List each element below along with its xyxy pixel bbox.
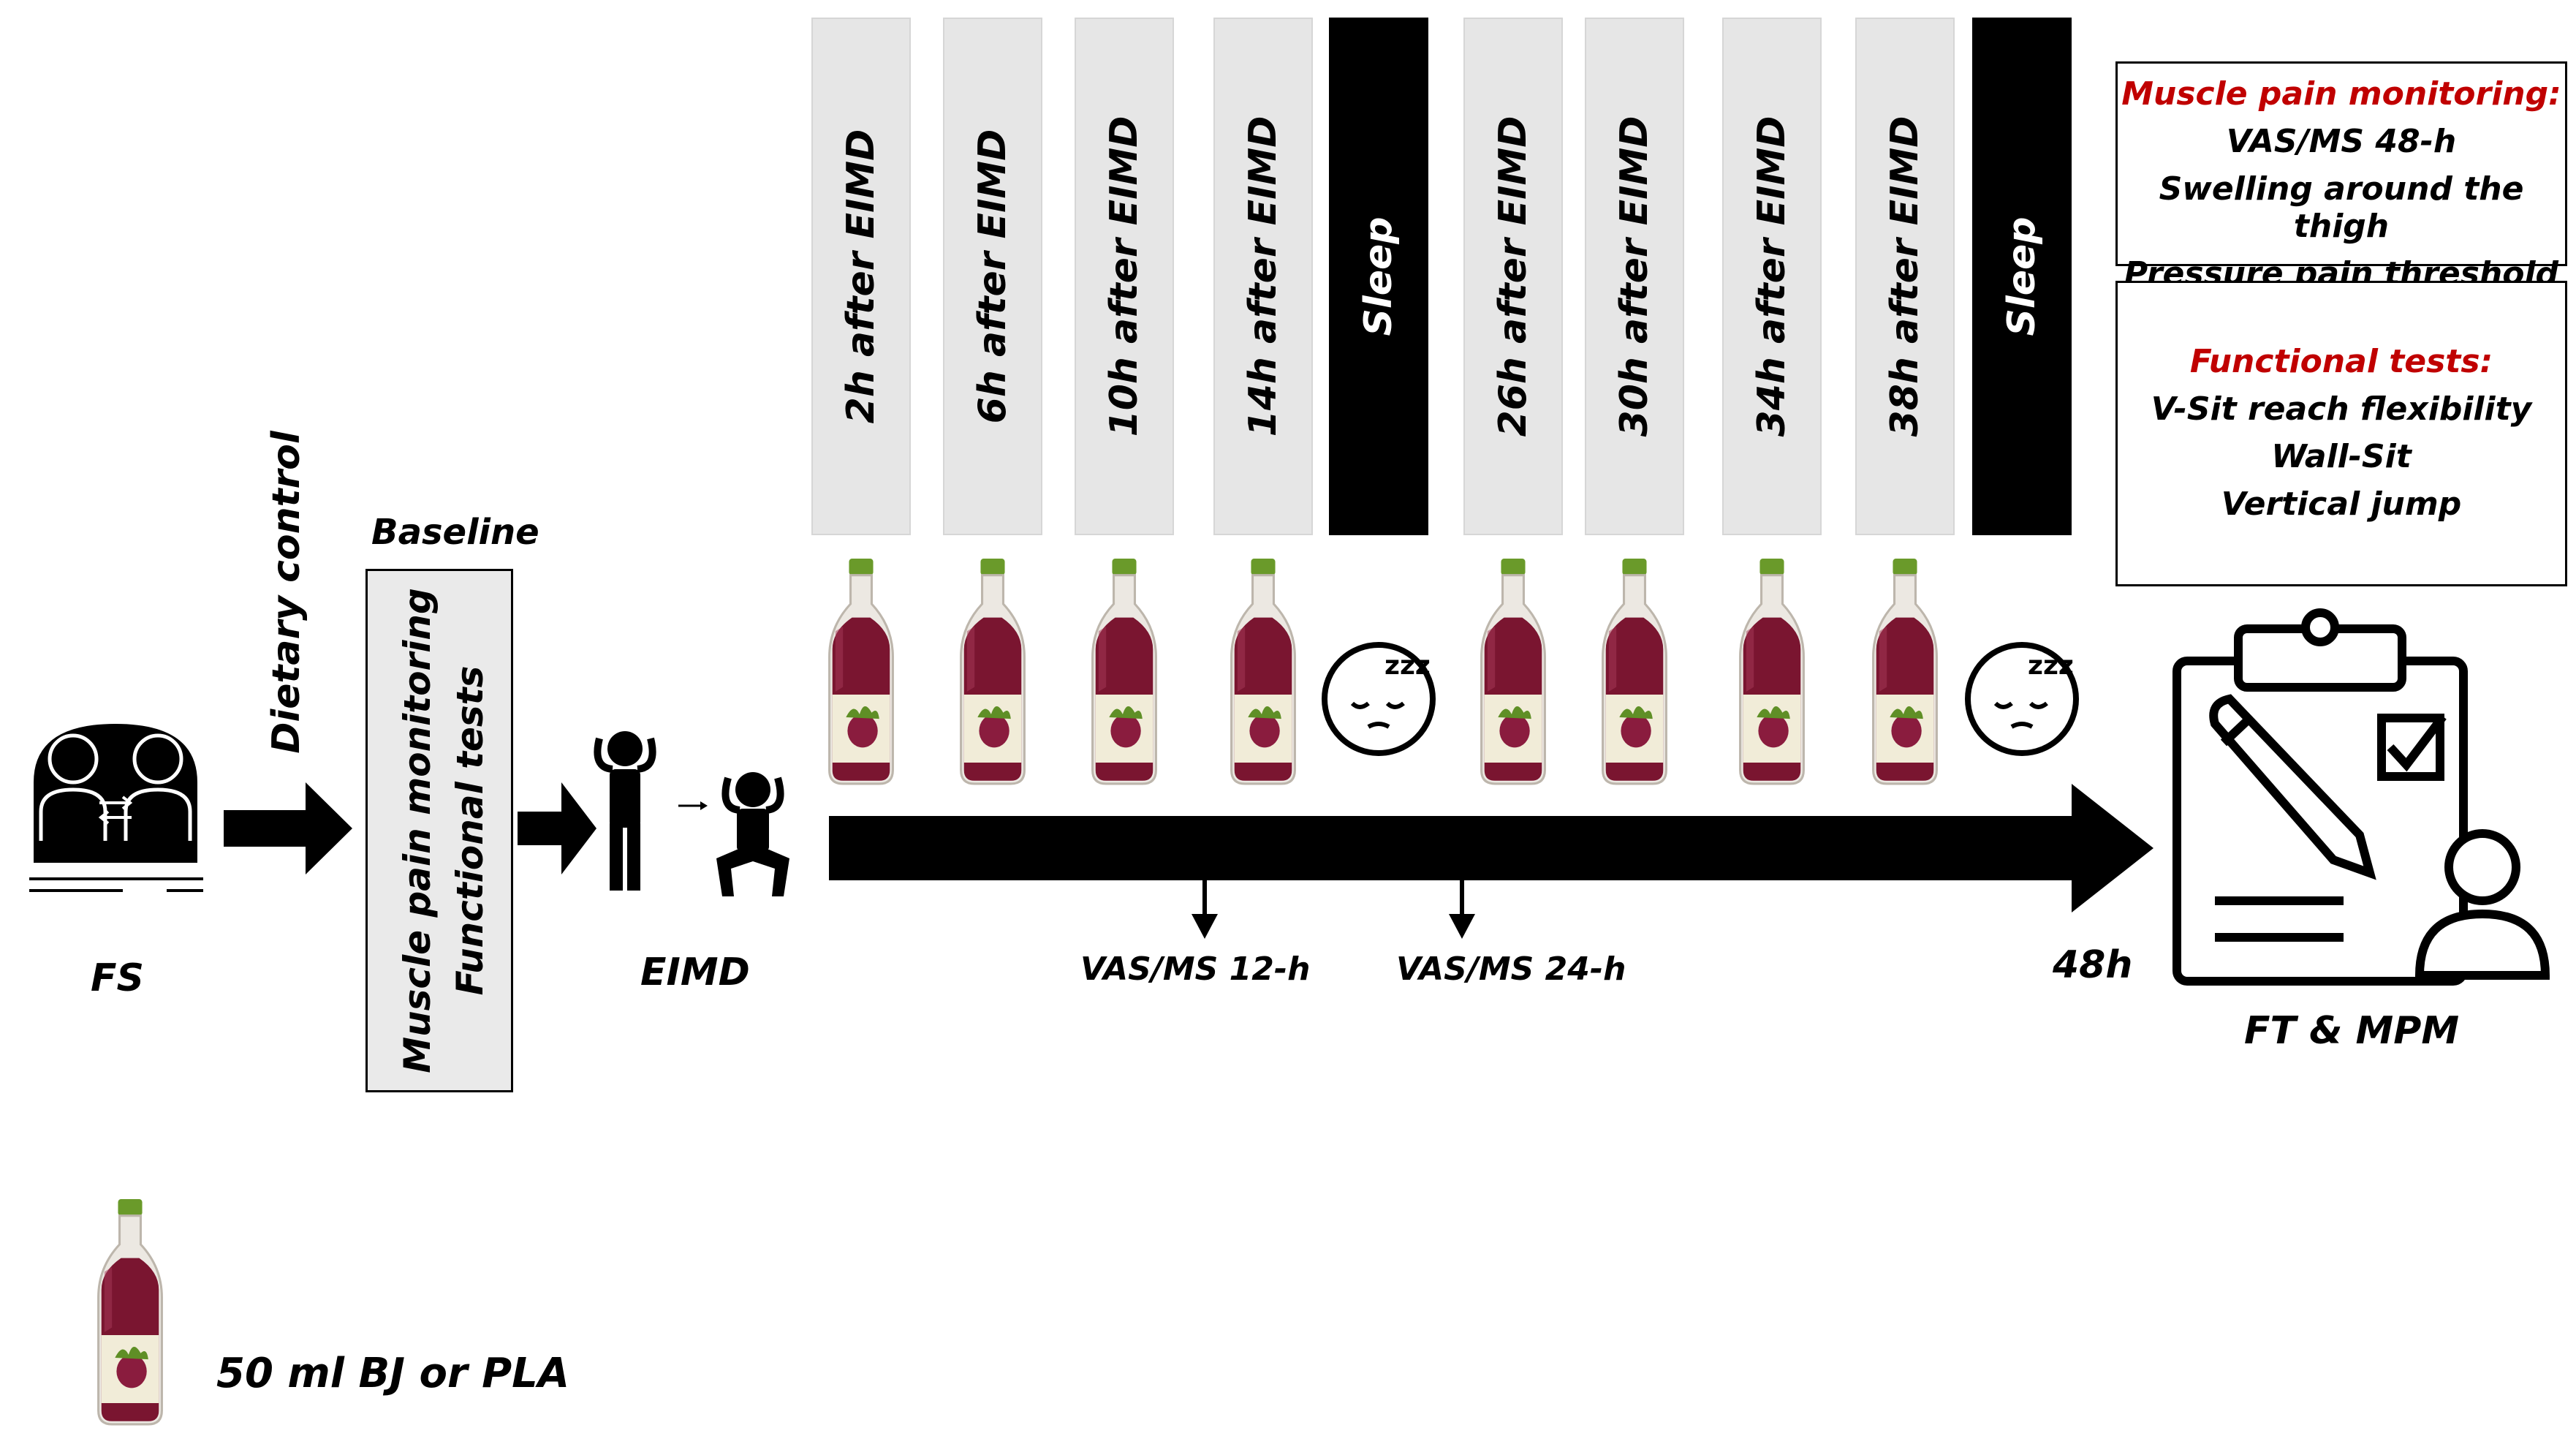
timepoint-label: 6h after EIMD bbox=[971, 129, 1015, 424]
end-48h-label: 48h bbox=[2053, 943, 2133, 987]
baseline-box: Muscle pain monitoring Functional tests bbox=[365, 569, 513, 1092]
timepoint-label: Sleep bbox=[1357, 216, 1401, 336]
timepoint-label: 38h after EIMD bbox=[1883, 116, 1927, 437]
muscle-pain-title: Muscle pain monitoring: bbox=[2121, 75, 2561, 113]
muscle-pain-box: Muscle pain monitoring: VAS/MS 48-h Swel… bbox=[2115, 61, 2567, 292]
juice-bottle-icon bbox=[1225, 559, 1301, 785]
functional-title: Functional tests: bbox=[2189, 343, 2493, 380]
timepoint-label: 2h after EIMD bbox=[839, 129, 883, 424]
juice-bottle-icon bbox=[823, 559, 899, 785]
vas-24h-label: VAS/MS 24-h bbox=[1396, 951, 1626, 988]
sleep-icon bbox=[1314, 629, 1443, 757]
muscle-pain-item: VAS/MS 48-h bbox=[2226, 123, 2457, 160]
timepoint-bar: 14h after EIMD bbox=[1213, 18, 1313, 535]
squatting-person-icon bbox=[702, 768, 804, 899]
functional-tests-box: Functional tests: V-Sit reach flexibilit… bbox=[2115, 281, 2567, 586]
marker-12h bbox=[1190, 880, 1219, 939]
timepoint-label: 10h after EIMD bbox=[1102, 116, 1146, 437]
vas-12h-label: VAS/MS 12-h bbox=[1080, 951, 1311, 988]
functional-item: V-Sit reach flexibility bbox=[2151, 390, 2532, 428]
timepoint-label: 26h after EIMD bbox=[1491, 116, 1535, 437]
baseline-line1: Muscle pain monitoring bbox=[396, 588, 439, 1073]
arrow-to-eimd bbox=[518, 782, 596, 874]
baseline-title: Baseline bbox=[371, 512, 539, 553]
timeline-arrow bbox=[829, 784, 2153, 912]
juice-bottle-icon bbox=[955, 559, 1031, 785]
clipboard-icon bbox=[2171, 607, 2566, 987]
arrow-to-baseline bbox=[224, 782, 352, 874]
timepoint-label: Sleep bbox=[2000, 216, 2044, 336]
timepoint-bar: 10h after EIMD bbox=[1075, 18, 1174, 535]
timepoint-bar: 30h after EIMD bbox=[1585, 18, 1684, 535]
juice-bottle-icon bbox=[1086, 559, 1162, 785]
timepoint-label: 34h after EIMD bbox=[1750, 116, 1794, 437]
group-icon bbox=[20, 687, 211, 921]
baseline-line2: Functional tests bbox=[449, 665, 491, 996]
eimd-label: EIMD bbox=[640, 951, 750, 994]
timepoint-bar: 2h after EIMD bbox=[811, 18, 911, 535]
timepoint-bar: 26h after EIMD bbox=[1463, 18, 1563, 535]
timepoint-bar: 38h after EIMD bbox=[1855, 18, 1955, 535]
functional-item: Vertical jump bbox=[2221, 485, 2462, 523]
ft-mpm-label: FT & MPM bbox=[2244, 1009, 2460, 1053]
sleep-bar: Sleep bbox=[1972, 18, 2072, 535]
fs-label: FS bbox=[91, 956, 144, 1000]
functional-item: Wall-Sit bbox=[2271, 438, 2412, 475]
timepoint-bar: 6h after EIMD bbox=[943, 18, 1042, 535]
timepoint-bar: 34h after EIMD bbox=[1722, 18, 1822, 535]
small-arrow-icon bbox=[678, 798, 708, 813]
timepoint-label: 30h after EIMD bbox=[1613, 116, 1656, 437]
juice-bottle-icon bbox=[1475, 559, 1551, 785]
legend-label: 50 ml BJ or PLA bbox=[216, 1350, 570, 1397]
timepoint-label: 14h after EIMD bbox=[1241, 116, 1285, 437]
sleep-bar: Sleep bbox=[1329, 18, 1428, 535]
marker-24h bbox=[1447, 880, 1477, 939]
standing-person-icon bbox=[577, 724, 673, 892]
sleep-icon bbox=[1958, 629, 2086, 757]
dietary-control-label: Dietary control bbox=[265, 431, 308, 754]
muscle-pain-item: Swelling around the thigh bbox=[2159, 170, 2524, 245]
juice-bottle-icon bbox=[1734, 559, 1810, 785]
legend-bottle-icon bbox=[92, 1199, 173, 1433]
juice-bottle-icon bbox=[1596, 559, 1672, 785]
juice-bottle-icon bbox=[1867, 559, 1943, 785]
